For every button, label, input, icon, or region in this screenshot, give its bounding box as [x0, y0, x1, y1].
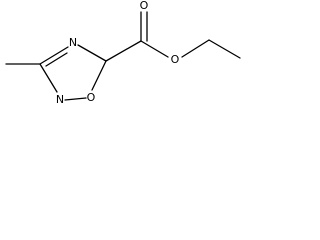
ch2-ch3-bond [208, 39, 241, 59]
carbonyl-oxygen-label: O [140, 0, 149, 12]
ring-nitrogen-top-label: N [69, 36, 77, 49]
ring-nitrogen-bottom-label: N [56, 93, 64, 106]
ethyl-3-methyl-124-oxadiazole-5-carboxylate-diagram: O O N O N [5, 0, 241, 106]
ester-oxygen-label: O [171, 53, 180, 66]
c5-o1-bond [91, 60, 107, 91]
n4-c5-bond [77, 44, 107, 62]
structure-canvas: O O N O N [0, 0, 248, 126]
c3-n4-double-bond [45, 52, 68, 67]
ring-carbonyl-bond [105, 40, 142, 62]
c3-n4-bond [39, 46, 69, 65]
o1-n2-bond [64, 97, 87, 101]
ester-bond [140, 40, 169, 58]
ring-oxygen-label: O [87, 91, 96, 104]
n2-c3-bond [39, 63, 58, 93]
o-ch2-bond [181, 39, 210, 58]
